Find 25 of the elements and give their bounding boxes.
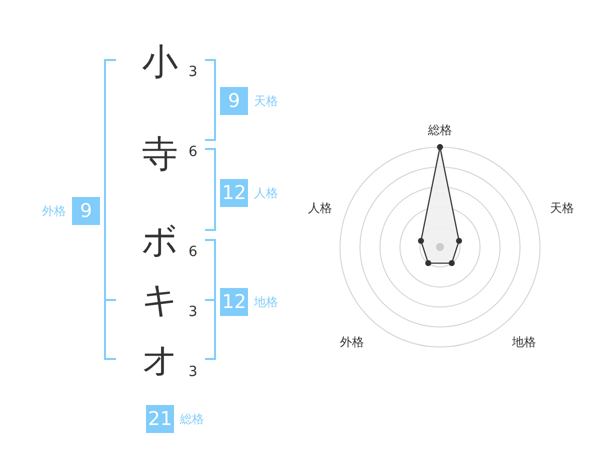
axis-label: 地格 — [512, 336, 536, 348]
score-tile: 21 — [146, 405, 174, 433]
score-tile: 12 — [220, 288, 248, 316]
stroke-count: 3 — [188, 305, 198, 319]
category-label: 天格 — [254, 95, 278, 107]
score-tile: 9 — [220, 87, 248, 115]
score-tile: 12 — [220, 179, 248, 207]
category-label: 外格 — [42, 205, 66, 217]
name-character: 小 — [142, 45, 178, 81]
name-character: ボ — [142, 224, 178, 260]
stroke-count: 3 — [188, 365, 198, 379]
category-label: 人格 — [254, 187, 278, 199]
axis-label: 人格 — [308, 202, 332, 214]
stroke-count: 3 — [188, 65, 198, 79]
category-label: 総格 — [180, 413, 204, 425]
stroke-count: 6 — [188, 145, 198, 159]
score-tile: 9 — [72, 197, 100, 225]
name-character: キ — [142, 283, 178, 319]
axis-label: 外格 — [340, 336, 364, 348]
category-label: 地格 — [254, 296, 278, 308]
axis-label: 天格 — [550, 202, 574, 214]
axis-label: 総格 — [428, 124, 452, 136]
stroke-count: 6 — [188, 245, 198, 259]
name-character: オ — [142, 343, 178, 379]
name-character: 寺 — [142, 137, 178, 173]
